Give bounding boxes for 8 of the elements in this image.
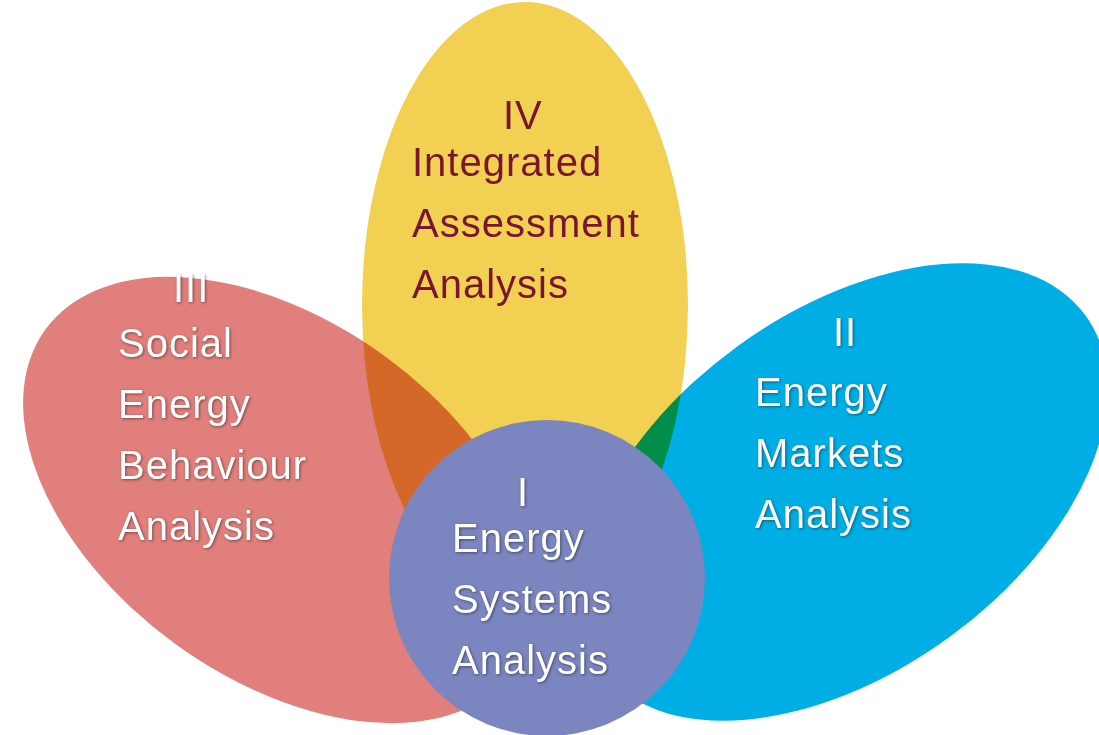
petal-label: Social Energy Behaviour Analysis (118, 320, 309, 550)
petal-label: Energy Markets Analysis (755, 369, 913, 538)
roman-numeral: II (833, 309, 858, 356)
petal-label: Integrated Assessment Analysis (412, 139, 641, 308)
roman-numeral: I (517, 469, 530, 516)
roman-numeral: IV (503, 92, 543, 139)
petal-label: Energy Systems Analysis (452, 515, 614, 684)
roman-numeral: III (173, 265, 210, 312)
